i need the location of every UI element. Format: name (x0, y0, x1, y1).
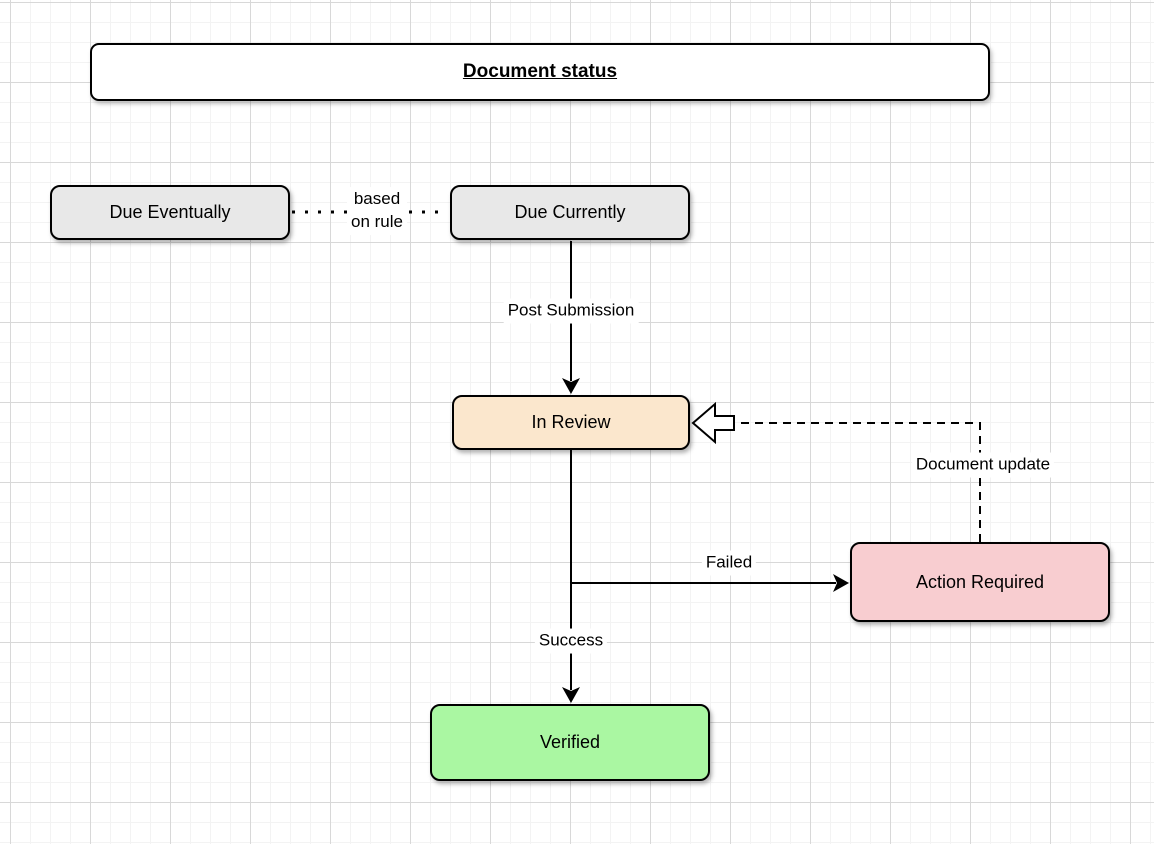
node-due-currently[interactable]: Due Currently (450, 185, 690, 240)
node-label: In Review (531, 412, 611, 432)
edge-label-post-submission: Post Submission (503, 298, 639, 324)
node-in-review[interactable]: In Review (452, 395, 690, 450)
node-label: Action Required (915, 571, 1045, 592)
hollow-arrow-left-icon (691, 401, 735, 445)
node-verified[interactable]: Verified (430, 704, 710, 781)
node-due-eventually[interactable]: Due Eventually (50, 185, 290, 240)
arrowhead-down-icon (562, 378, 580, 394)
diagram-title-label: Document status (462, 61, 618, 82)
edge-label-based-on-rule: based on rule (347, 187, 407, 235)
node-label: Verified (539, 732, 601, 752)
diagram-title: Document status (90, 43, 990, 101)
node-action-required[interactable]: Action Required (850, 542, 1110, 622)
node-label: Due Eventually (109, 202, 231, 222)
edge-document-update[interactable] (736, 422, 981, 542)
arrowhead-down-icon (562, 687, 580, 703)
edge-label-failed: Failed (701, 550, 757, 576)
edge-label-document-update: Document update (911, 452, 1055, 478)
node-label: Due Currently (514, 202, 626, 222)
arrowhead-right-icon (833, 574, 849, 592)
edge-label-success: Success (534, 628, 608, 654)
